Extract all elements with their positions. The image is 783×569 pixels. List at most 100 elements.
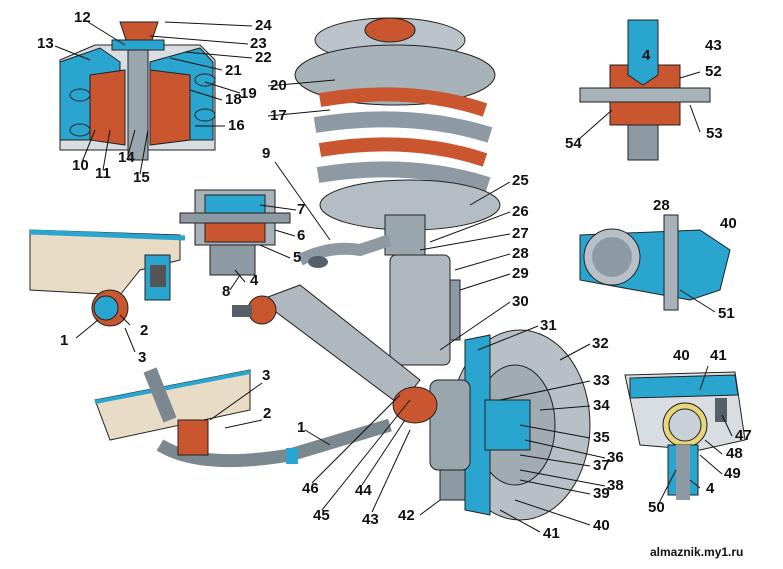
- callout-label-4: 4: [250, 272, 259, 289]
- coil-spring: [313, 87, 493, 193]
- callout-label-1: 1: [60, 332, 68, 349]
- callout-label-43: 43: [362, 511, 379, 528]
- callout-leader-51: [679, 289, 716, 313]
- callout-label-5: 5: [293, 249, 301, 266]
- callout-leader-50: [657, 469, 677, 506]
- callout-leader-37: [519, 454, 591, 467]
- callout-label-33: 33: [593, 372, 610, 389]
- callout-leader-2: [119, 314, 131, 326]
- callout-leader-19: [204, 81, 241, 94]
- lower-control-arm: [232, 284, 421, 406]
- callout-leader-32: [559, 343, 591, 361]
- callout-leader-27: [419, 233, 511, 251]
- callout-leader-28: [454, 253, 511, 271]
- callout-label-34: 34: [593, 397, 610, 414]
- spring-strut-assembly: [294, 17, 501, 366]
- stabilizer-bracket-detail: [29, 229, 186, 327]
- callout-label-3: 3: [262, 367, 270, 384]
- callout-label-41: 41: [710, 347, 727, 364]
- callout-leader-45: [321, 399, 411, 511]
- watermark: almaznik.my1.ru: [650, 545, 743, 559]
- callout-label-25: 25: [512, 172, 529, 189]
- callout-leader-4: [234, 269, 246, 283]
- callout-label-32: 32: [592, 335, 609, 352]
- callout-label-12: 12: [74, 9, 91, 26]
- clamp-bolt-section: [579, 214, 731, 311]
- callout-leader-34: [539, 405, 591, 411]
- callout-label-8: 8: [222, 283, 230, 300]
- callout-label-1: 1: [297, 419, 305, 436]
- callout-leader-21: [169, 57, 223, 71]
- callout-leader-1: [75, 319, 99, 339]
- callout-leader-30: [439, 301, 511, 351]
- callout-label-36: 36: [607, 449, 624, 466]
- callout-label-46: 46: [302, 480, 319, 497]
- callout-label-40: 40: [720, 215, 737, 232]
- callout-leader-20: [267, 79, 336, 87]
- callout-label-4: 4: [642, 47, 651, 64]
- callout-label-51: 51: [718, 305, 735, 322]
- callout-leader-3: [209, 382, 263, 421]
- callout-leader-46: [311, 394, 401, 484]
- callout-leader-8: [229, 274, 241, 291]
- callout-label-19: 19: [240, 85, 257, 102]
- callout-leader-43: [371, 429, 411, 513]
- callout-label-3: 3: [138, 349, 146, 366]
- callout-leader-36: [524, 439, 606, 459]
- callout-leader-2: [224, 419, 263, 429]
- callout-label-39: 39: [593, 485, 610, 502]
- callout-leader-4: [689, 479, 701, 489]
- callout-label-2: 2: [263, 405, 271, 422]
- ball-joint-section: [624, 371, 746, 500]
- callout-label-6: 6: [297, 227, 305, 244]
- callout-leader-5: [259, 244, 291, 259]
- callout-label-54: 54: [565, 135, 582, 152]
- callout-leader-3: [124, 327, 136, 353]
- callout-leader-25: [469, 181, 511, 206]
- callout-label-40: 40: [593, 517, 610, 534]
- strut-lower-eye-section: [579, 19, 711, 161]
- callout-leader-1: [304, 429, 331, 446]
- callout-label-22: 22: [255, 49, 272, 66]
- callout-label-14: 14: [118, 149, 135, 166]
- callout-leader-7: [259, 204, 297, 211]
- arm-bushing-detail: [179, 189, 291, 276]
- callout-leader-22: [184, 51, 253, 59]
- callout-label-28: 28: [512, 245, 529, 262]
- callout-leader-48: [704, 439, 723, 455]
- callout-leader-13: [54, 45, 91, 61]
- callout-leader-9: [274, 161, 331, 241]
- callout-leader-6: [274, 229, 296, 237]
- callout-label-28: 28: [653, 197, 670, 214]
- callout-leader-42: [419, 499, 441, 516]
- callout-leader-33: [499, 380, 591, 401]
- stabilizer-bar-assembly: [94, 367, 392, 468]
- callout-leader-17: [267, 109, 331, 117]
- callout-label-47: 47: [735, 427, 752, 444]
- callout-leader-14: [127, 129, 136, 156]
- callout-leader-40: [514, 499, 591, 526]
- callout-label-10: 10: [72, 157, 89, 174]
- callout-label-43: 43: [705, 37, 722, 54]
- callout-label-35: 35: [593, 429, 610, 446]
- callout-label-38: 38: [607, 477, 624, 494]
- callout-label-18: 18: [225, 91, 242, 108]
- callout-label-13: 13: [37, 35, 54, 52]
- callout-label-45: 45: [313, 507, 330, 524]
- upper-mount-section: [59, 21, 216, 161]
- callout-leader-54: [577, 109, 613, 141]
- callout-label-15: 15: [133, 169, 150, 186]
- callout-leader-15: [139, 129, 149, 175]
- callout-label-40: 40: [673, 347, 690, 364]
- callout-leader-41: [699, 365, 709, 391]
- callout-leader-24: [164, 21, 253, 27]
- callout-label-52: 52: [705, 63, 722, 80]
- callout-label-16: 16: [228, 117, 245, 134]
- callout-leader-53: [689, 104, 701, 133]
- callout-label-30: 30: [512, 293, 529, 310]
- callout-label-24: 24: [255, 17, 272, 34]
- callout-leader-35: [519, 424, 591, 439]
